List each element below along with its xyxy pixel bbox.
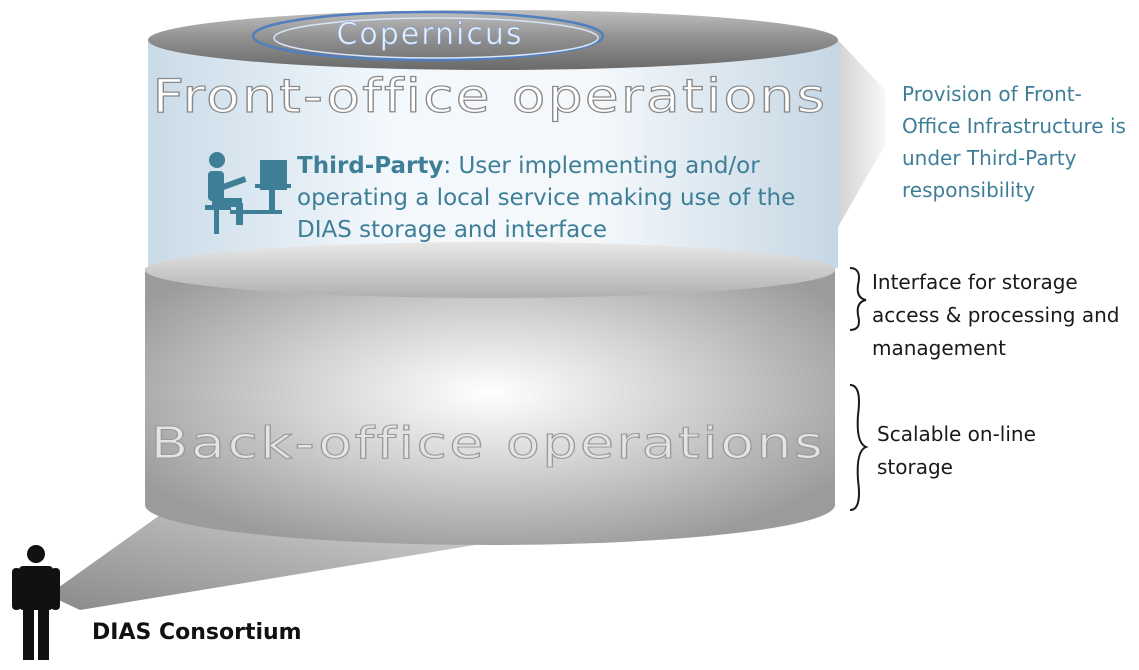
back-cylinder-body [145,268,835,545]
storage-bracket [849,384,869,511]
interface-bracket [849,267,867,331]
logo-text: Copernicus [336,17,523,52]
consortium-label: DIAS Consortium [92,620,302,645]
copernicus-logo: Copernicus [251,10,605,62]
back-office-title: Back-office operations [151,418,826,469]
interface-note: Interface for storage access & processin… [872,270,1120,360]
provision-note: Provision of Front-Office Infrastructure… [902,82,1126,202]
person-icon [12,545,60,660]
back-cylinder-top [145,242,835,298]
third-party-label: Third-Party [297,153,444,179]
third-party-description: Third-Party: User implementing and/or op… [297,150,797,246]
front-cylinder-body [148,40,838,268]
user-at-computer-icon [205,152,291,234]
front-office-title: Front-office operations [153,69,828,123]
third-party-desc: : User implementing and/or operating a l… [297,153,796,243]
storage-note: Scalable on-line storage [877,422,1036,479]
